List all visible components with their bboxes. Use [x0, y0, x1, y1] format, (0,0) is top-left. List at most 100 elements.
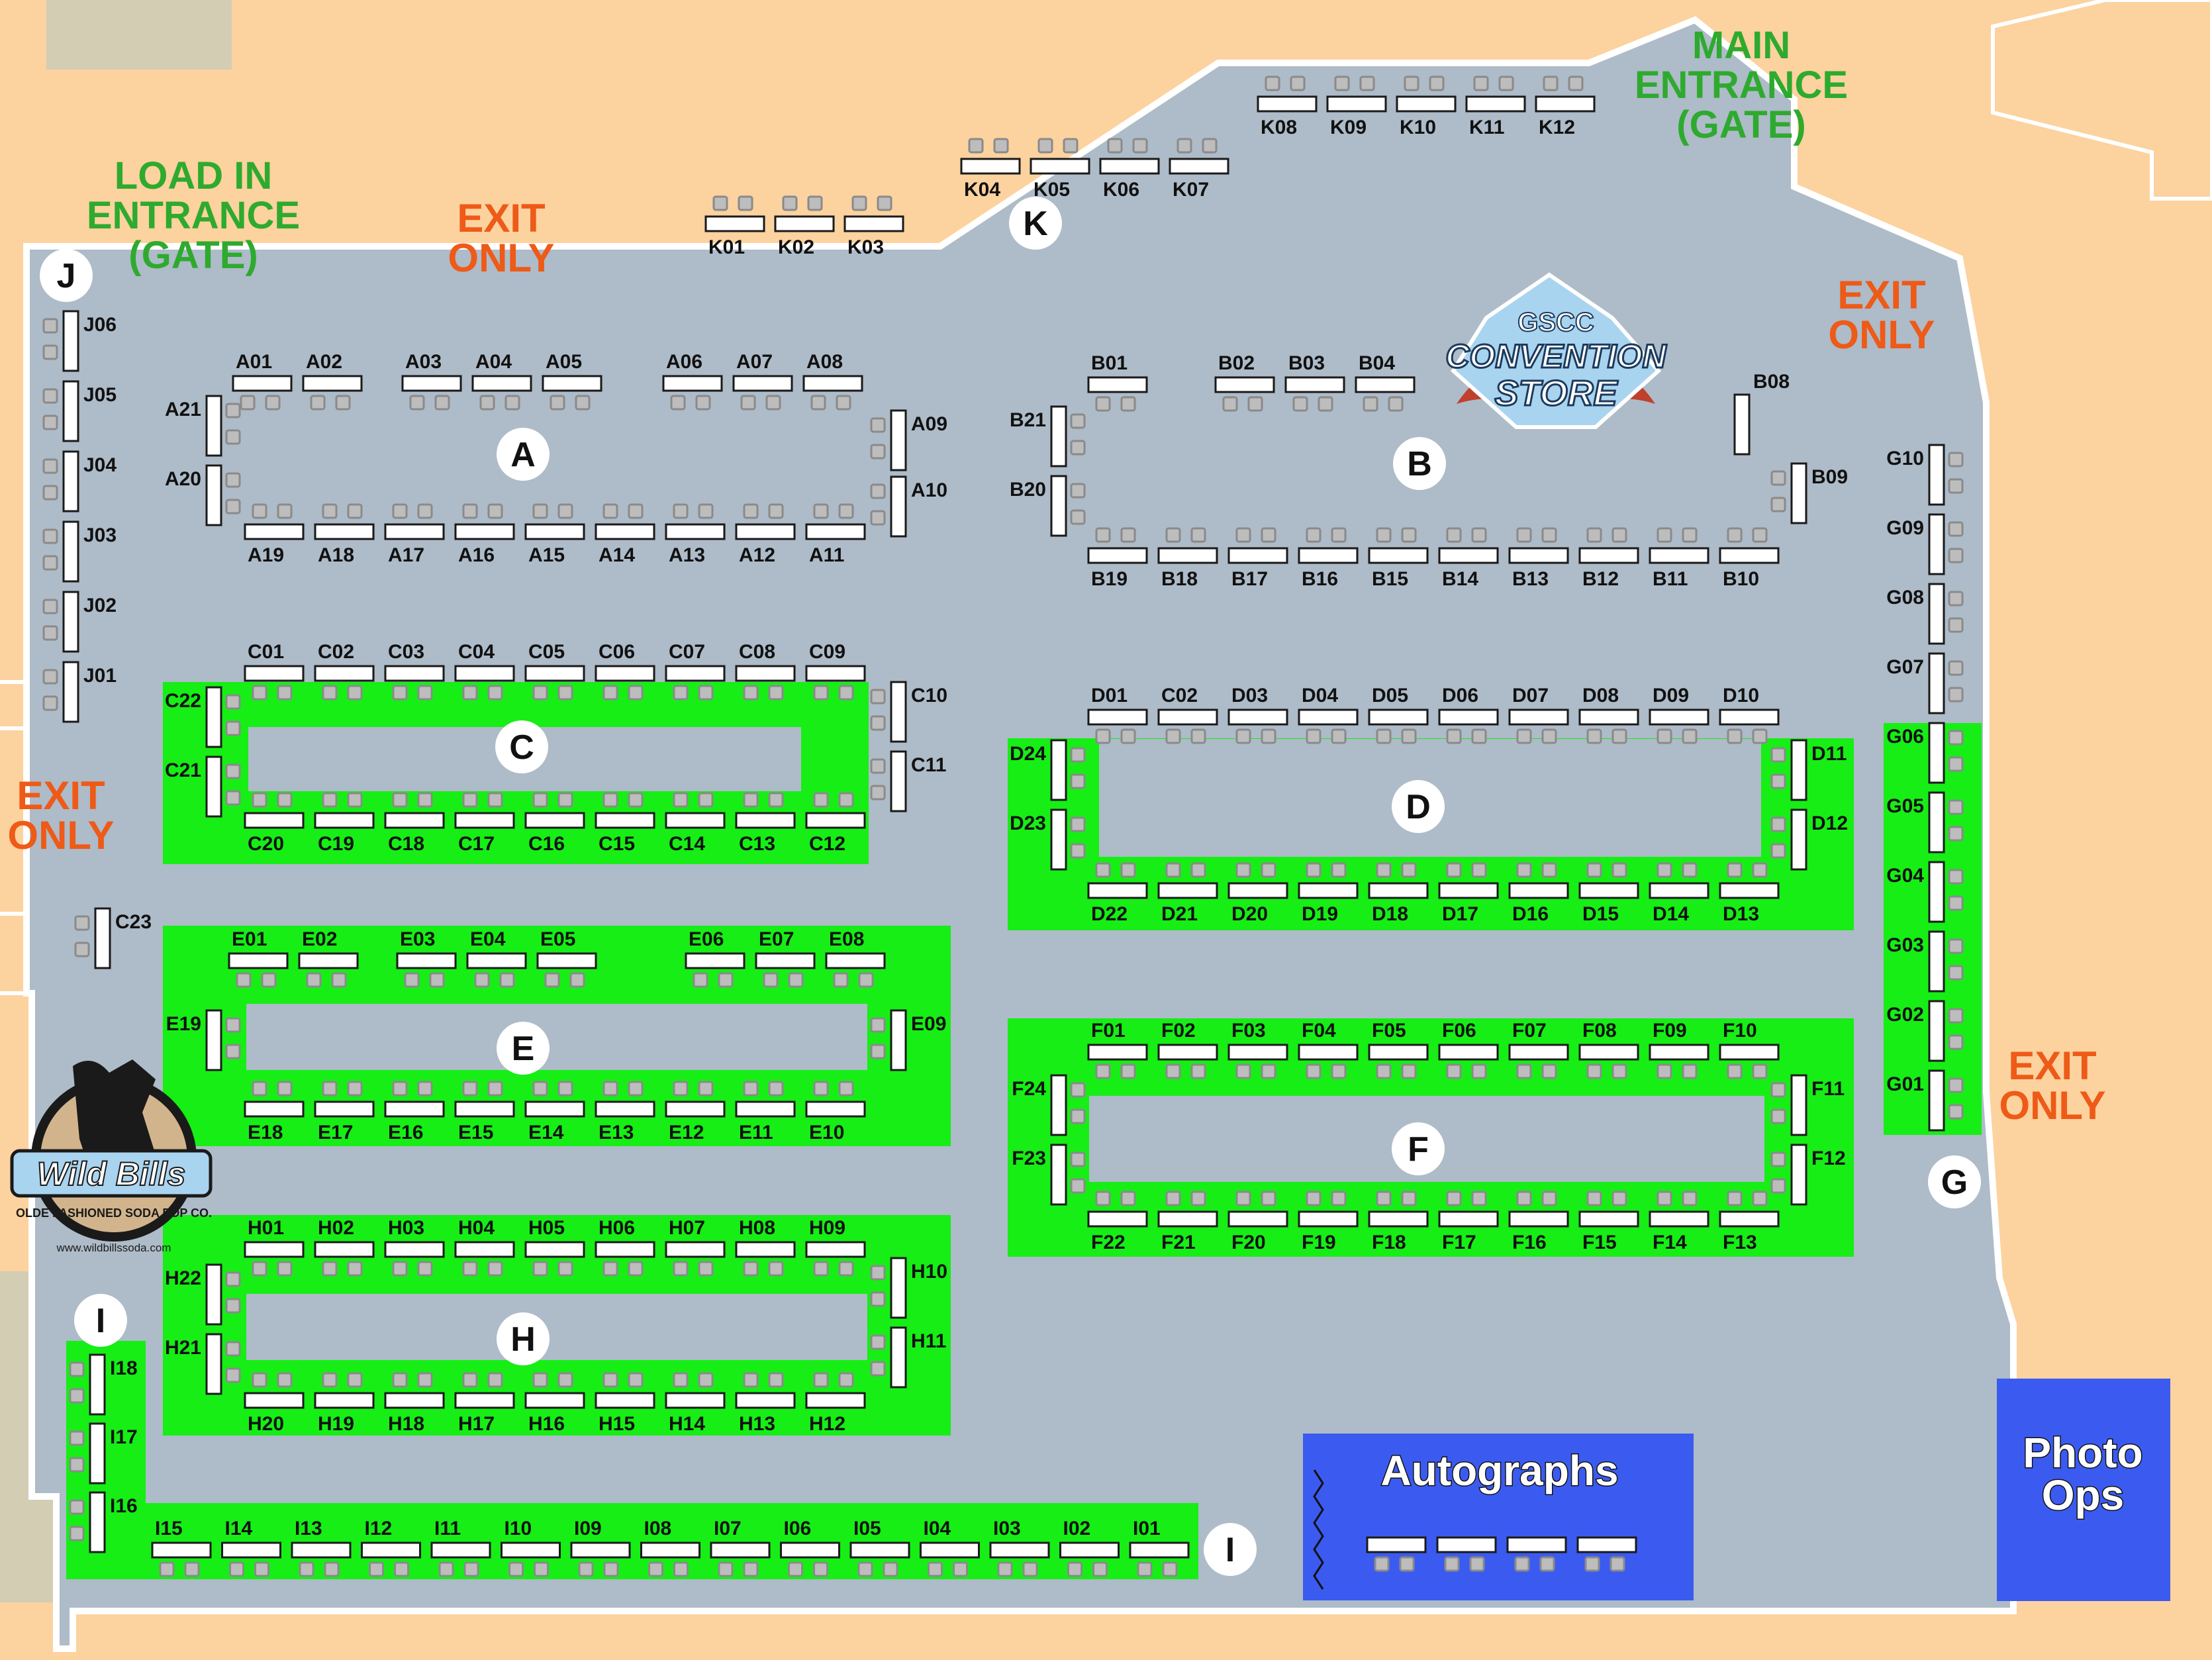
- booth-table[interactable]: [1438, 1210, 1499, 1228]
- booth-table[interactable]: [291, 1541, 352, 1559]
- booth-table[interactable]: [524, 665, 585, 682]
- booth-table[interactable]: [704, 215, 765, 232]
- booth-table[interactable]: [205, 395, 222, 457]
- booth-table[interactable]: [1578, 1210, 1639, 1228]
- booth-table[interactable]: [1087, 376, 1148, 393]
- booth-table[interactable]: [1506, 1536, 1567, 1553]
- booth-table[interactable]: [205, 1009, 222, 1071]
- photo-ops-area[interactable]: [1997, 1379, 2170, 1601]
- booth-table[interactable]: [1535, 95, 1596, 113]
- booth-table[interactable]: [1050, 1074, 1067, 1136]
- booth-table[interactable]: [665, 1392, 726, 1409]
- booth-table[interactable]: [89, 1491, 106, 1553]
- booth-table[interactable]: [524, 523, 585, 540]
- booth-table[interactable]: [1578, 708, 1639, 726]
- booth-table[interactable]: [890, 1257, 907, 1319]
- booth-table[interactable]: [1087, 882, 1148, 899]
- booth-table[interactable]: [1790, 739, 1807, 801]
- booth-table[interactable]: [454, 523, 515, 540]
- booth-table[interactable]: [536, 952, 597, 969]
- booth-table[interactable]: [1508, 547, 1569, 564]
- booth-table[interactable]: [1928, 444, 1945, 506]
- booth-table[interactable]: [989, 1541, 1050, 1559]
- booth-table[interactable]: [524, 1392, 585, 1409]
- booth-table[interactable]: [1733, 393, 1751, 456]
- booth-table[interactable]: [890, 750, 907, 812]
- booth-table[interactable]: [1928, 513, 1945, 575]
- booth-table[interactable]: [1227, 547, 1288, 564]
- booth-table[interactable]: [1649, 1210, 1709, 1228]
- booth-table[interactable]: [805, 1241, 866, 1258]
- booth-table[interactable]: [1298, 1044, 1359, 1061]
- booth-table[interactable]: [384, 665, 445, 682]
- booth-table[interactable]: [1355, 376, 1416, 393]
- booth-table[interactable]: [314, 1392, 375, 1409]
- booth-table[interactable]: [396, 952, 457, 969]
- booth-table[interactable]: [1059, 1541, 1120, 1559]
- booth-table[interactable]: [1790, 808, 1807, 871]
- booth-table[interactable]: [384, 1100, 445, 1118]
- booth-table[interactable]: [1719, 547, 1780, 564]
- booth-table[interactable]: [62, 450, 79, 513]
- booth-table[interactable]: [1227, 708, 1288, 726]
- booth-table[interactable]: [595, 812, 655, 829]
- booth-table[interactable]: [151, 1541, 212, 1559]
- booth-table[interactable]: [1298, 547, 1359, 564]
- booth-table[interactable]: [1227, 1044, 1288, 1061]
- booth-table[interactable]: [732, 375, 793, 392]
- booth-table[interactable]: [524, 1100, 585, 1118]
- booth-table[interactable]: [62, 520, 79, 583]
- booth-table[interactable]: [1298, 882, 1359, 899]
- booth-table[interactable]: [244, 523, 305, 540]
- booth-table[interactable]: [1928, 1069, 1945, 1132]
- booth-table[interactable]: [302, 375, 363, 392]
- booth-table[interactable]: [1508, 708, 1569, 726]
- booth-table[interactable]: [1508, 1210, 1569, 1228]
- booth-table[interactable]: [825, 952, 886, 969]
- booth-table[interactable]: [205, 464, 222, 526]
- booth-table[interactable]: [1578, 1044, 1639, 1061]
- booth-table[interactable]: [1326, 95, 1387, 113]
- booth-table[interactable]: [1790, 1144, 1807, 1206]
- booth-table[interactable]: [890, 681, 907, 743]
- booth-table[interactable]: [665, 1100, 726, 1118]
- booth-table[interactable]: [735, 1100, 796, 1118]
- booth-table[interactable]: [1438, 547, 1499, 564]
- booth-table[interactable]: [1050, 1144, 1067, 1206]
- booth-table[interactable]: [1030, 158, 1090, 175]
- booth-table[interactable]: [1790, 462, 1807, 524]
- booth-table[interactable]: [890, 475, 907, 538]
- booth-table[interactable]: [1157, 547, 1218, 564]
- booth-table[interactable]: [62, 661, 79, 723]
- booth-table[interactable]: [1719, 1044, 1780, 1061]
- booth-table[interactable]: [1298, 1210, 1359, 1228]
- booth-table[interactable]: [314, 812, 375, 829]
- booth-table[interactable]: [1050, 405, 1067, 467]
- autographs-area[interactable]: [1303, 1434, 1694, 1600]
- booth-table[interactable]: [1366, 1536, 1427, 1553]
- booth-table[interactable]: [1368, 547, 1429, 564]
- booth-table[interactable]: [62, 310, 79, 372]
- booth-table[interactable]: [1284, 376, 1345, 393]
- booth-table[interactable]: [665, 1241, 726, 1258]
- booth-table[interactable]: [890, 1326, 907, 1389]
- booth-table[interactable]: [1508, 882, 1569, 899]
- booth-table[interactable]: [595, 665, 655, 682]
- booth-table[interactable]: [960, 158, 1021, 175]
- booth-table[interactable]: [1928, 791, 1945, 854]
- booth-table[interactable]: [1169, 158, 1229, 175]
- booth-table[interactable]: [890, 409, 907, 471]
- booth-table[interactable]: [1928, 652, 1945, 714]
- booth-table[interactable]: [595, 523, 655, 540]
- booth-table[interactable]: [665, 523, 726, 540]
- booth-table[interactable]: [640, 1541, 700, 1559]
- booth-table[interactable]: [1438, 1044, 1499, 1061]
- booth-table[interactable]: [542, 375, 602, 392]
- booth-table[interactable]: [454, 1392, 515, 1409]
- booth-table[interactable]: [1368, 882, 1429, 899]
- booth-table[interactable]: [454, 1241, 515, 1258]
- booth-table[interactable]: [805, 523, 866, 540]
- booth-table[interactable]: [802, 375, 863, 392]
- booth-table[interactable]: [244, 665, 305, 682]
- booth-table[interactable]: [244, 1100, 305, 1118]
